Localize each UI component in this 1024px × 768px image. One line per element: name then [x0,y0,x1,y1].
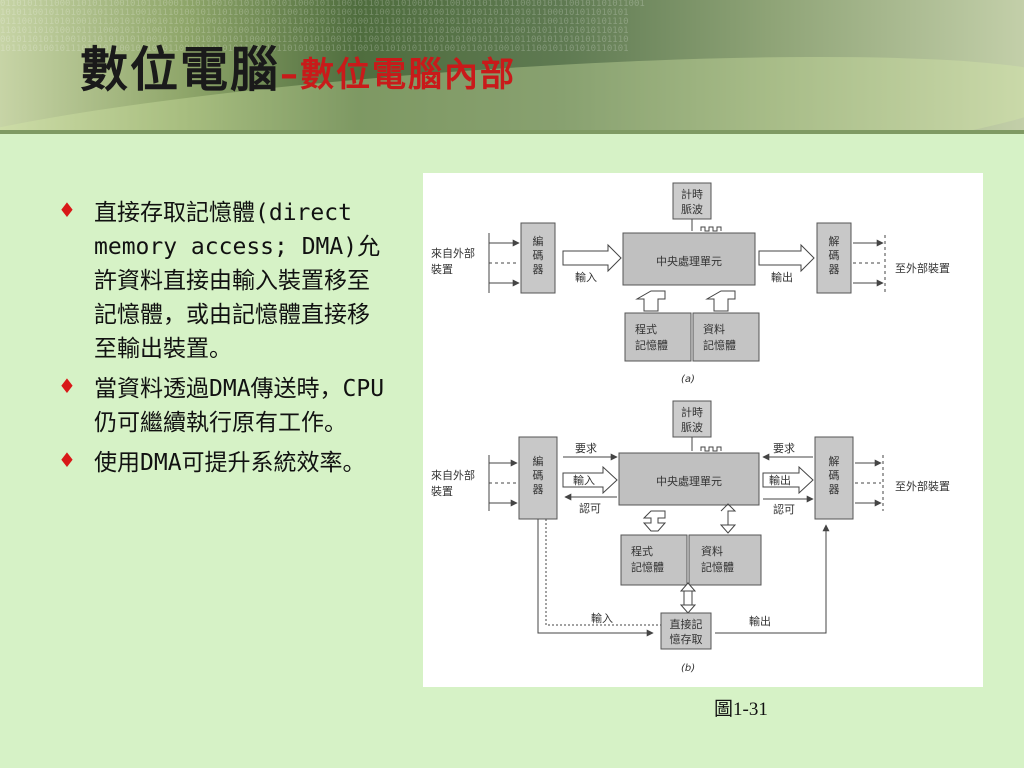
cpu-label: 中央處理單元 [656,254,722,268]
bullet-item: ♦ 使用DMA可提升系統效率。 [58,446,388,480]
program-memory-box [624,312,692,362]
decoder-label-3: 器 [829,483,840,496]
output-label: 輸出 [769,473,791,487]
diamond-bullet-icon: ♦ [58,374,76,398]
clock-box [672,182,712,220]
panel-a: 計時 脈波 來自外部 裝置 編 碼 器 輸入 中央處理單元 輸出 解 碼 器 [431,182,950,385]
encoder-label-2: 碼 [533,469,544,482]
data-memory-label-1: 資料 [703,322,725,336]
header-bottom-line [0,130,1024,134]
decoder-box [816,222,852,294]
cpu-box [622,232,756,286]
dma-input-line [537,519,654,637]
request-right-label: 要求 [773,442,795,455]
dma-box [660,612,712,650]
program-memory-label-1: 程式 [635,323,657,336]
clock-label-1: 計時 [681,187,703,201]
encoder-label-3: 器 [533,483,544,496]
cpu-box [618,452,760,506]
decoder-label-1: 解 [829,454,840,468]
clock-pulse [700,446,722,452]
title-subtitle: 數位電腦內部 [300,55,517,95]
data-memory-box [688,534,762,586]
encoder-box [520,222,556,294]
input-label: 輸入 [573,473,595,487]
dma-output-label: 輸出 [749,614,771,628]
decoder-label-3: 器 [829,263,840,276]
external-out-label: 至外部裝置 [895,479,950,493]
encoder-label-2: 碼 [533,249,544,262]
bullet-list: ♦ 直接存取記憶體(direct memory access; DMA)允許資料… [58,196,388,486]
slide-title: 數位電腦–數位電腦內部 [80,30,516,100]
diamond-bullet-icon: ♦ [58,448,76,472]
clock-label-1: 計時 [681,405,703,419]
decoder-box [814,436,854,520]
memory-arrow-2 [705,290,736,312]
clock-label-2: 脈波 [681,420,703,434]
title-separator: – [280,53,301,95]
program-memory-box [620,534,688,586]
program-memory-label-2: 記憶體 [631,560,664,574]
data-memory-label-1: 資料 [701,544,723,558]
header-banner: 0110101111000110101110010101110001110110… [0,0,1024,134]
bullet-text: 直接存取記憶體(direct memory access; DMA)允許資料直接… [94,200,381,362]
bullet-text: 使用DMA可提升系統效率。 [94,450,366,476]
memory-arrow-1 [635,290,666,312]
panel-b: 計時 脈波 來自外部 裝置 編 碼 器 要求 輸入 認可 中央處理單元 要求 輸… [431,400,950,674]
request-left-label: 要求 [575,442,597,455]
dma-label-1: 直接記 [670,617,703,631]
encoder-label-3: 器 [533,263,544,276]
bullet-item: ♦ 直接存取記憶體(direct memory access; DMA)允許資料… [58,196,388,366]
encoder-label-1: 編 [533,234,544,248]
decoder-label-2: 碼 [829,469,840,482]
ack-left-label: 認可 [579,501,601,515]
external-in-label-2: 裝置 [431,263,453,276]
title-main: 數位電腦 [80,42,281,98]
bullet-item: ♦ 當資料透過DMA傳送時，CPU仍可繼續執行原有工作。 [58,372,388,440]
output-arrow [762,465,814,495]
input-arrow [562,465,618,495]
dma-output-line [715,524,830,634]
data-memory-label-2: 記憶體 [701,560,734,574]
encoder-label-1: 編 [533,454,544,468]
encoder-box [518,436,558,520]
dma-input-line-2 [545,519,661,626]
clock-pulse [700,226,722,232]
program-memory-label-1: 程式 [631,545,653,558]
input-label: 輸入 [575,270,597,284]
memory-arrow-2 [719,503,737,534]
dma-block-diagram: 計時 脈波 來自外部 裝置 編 碼 器 輸入 中央處理單元 輸出 解 碼 器 [423,173,983,687]
input-arrow [562,243,622,273]
cpu-label: 中央處理單元 [656,474,722,488]
external-in-label-1: 來自外部 [431,246,475,260]
output-arrow [758,243,815,273]
panel-b-label: (b) [681,663,695,674]
external-in-label-1: 來自外部 [431,468,475,482]
diagram-svg: 計時 脈波 來自外部 裝置 編 碼 器 輸入 中央處理單元 輸出 解 碼 器 [431,182,950,674]
external-out-label: 至外部裝置 [895,261,950,275]
dma-memory-arrow [679,582,697,614]
program-memory-label-2: 記憶體 [635,338,668,352]
figure-caption: 圖1-31 [714,699,768,720]
decoder-label-1: 解 [829,234,840,248]
ack-right-label: 認可 [773,502,795,516]
clock-label-2: 脈波 [681,202,703,216]
dma-input-label: 輸入 [591,611,613,625]
memory-arrow-1 [642,510,667,532]
panel-a-label: (a) [681,374,695,385]
data-memory-box [692,312,760,362]
decoder-label-2: 碼 [829,249,840,262]
dma-label-2: 憶存取 [670,632,703,646]
data-memory-label-2: 記憶體 [703,338,736,352]
output-label: 輸出 [771,270,793,284]
clock-box [672,400,712,438]
external-in-label-2: 裝置 [431,485,453,498]
diamond-bullet-icon: ♦ [58,198,76,222]
bullet-text: 當資料透過DMA傳送時，CPU仍可繼續執行原有工作。 [94,376,385,436]
